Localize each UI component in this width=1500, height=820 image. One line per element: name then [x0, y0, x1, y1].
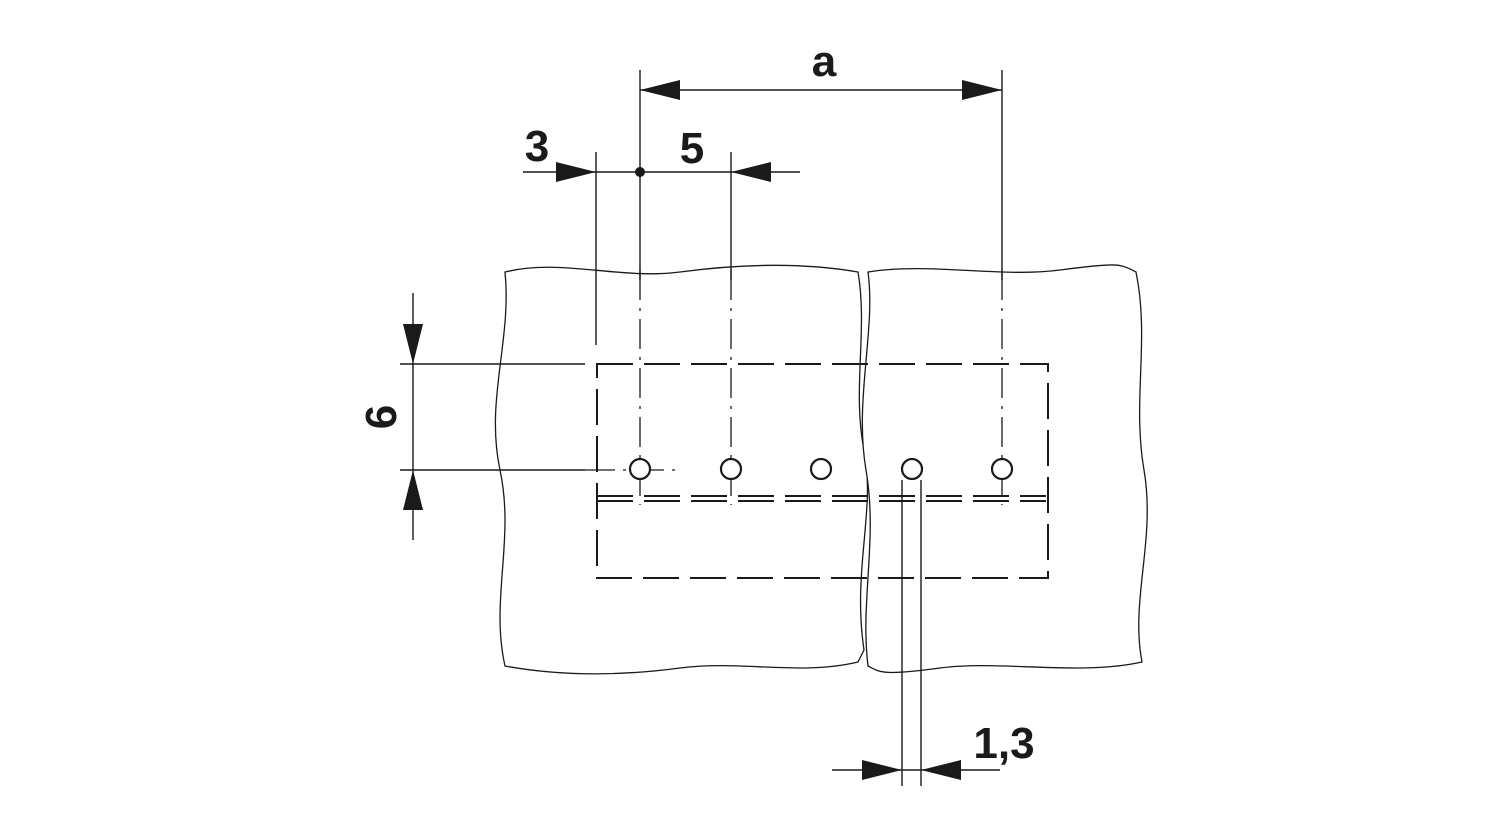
dimension-row-distance: 6 — [357, 293, 423, 540]
hole-4 — [900, 457, 924, 481]
dimension-a-label: a — [812, 37, 837, 86]
connector-outline-top — [596, 363, 1049, 579]
dimension-a: a — [640, 37, 1002, 100]
hole-1 — [628, 457, 652, 481]
hole-3 — [809, 457, 833, 481]
hole-2 — [719, 457, 743, 481]
board-section-left — [494, 264, 869, 675]
dimension-offset-pitch: 3 5 — [523, 122, 800, 182]
hole-row — [628, 457, 1014, 481]
dimension-hole-diameter-label: 1,3 — [973, 719, 1034, 768]
dimension-row-distance-label: 6 — [357, 405, 406, 429]
dimension-pitch-label: 5 — [680, 124, 704, 173]
dimension-hole-diameter: 1,3 — [832, 480, 1035, 786]
dimension-offset-label: 3 — [525, 122, 549, 171]
reference-point — [635, 167, 645, 177]
hole-5 — [990, 457, 1014, 481]
